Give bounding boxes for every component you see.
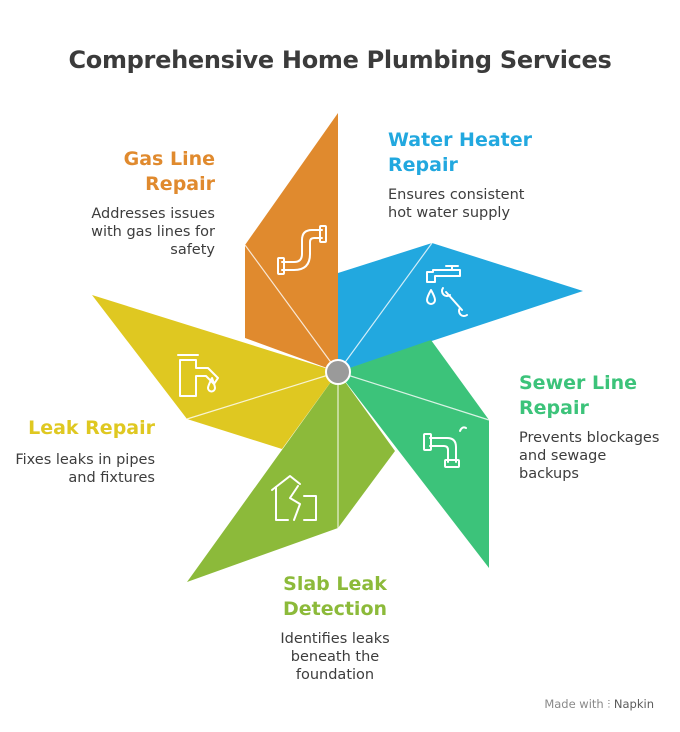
desc-gas-line-repair-line3: safety <box>170 242 215 258</box>
label-water-heater-repair-line2: Repair <box>388 154 458 176</box>
desc-water-heater-repair-line1: Ensures consistent <box>388 187 525 203</box>
desc-slab-leak-detection: Identifies leaks beneath the foundation <box>255 630 415 684</box>
desc-leak-repair: Fixes leaks in pipes and fixtures <box>5 451 155 487</box>
blade-gas-line-shape <box>245 113 338 372</box>
cracked-house-icon <box>271 475 317 521</box>
label-gas-line-repair-line2: Repair <box>145 173 215 195</box>
label-water-heater-repair: Water Heater Repair <box>388 128 588 178</box>
blade-leak-repair-shape <box>92 295 338 449</box>
desc-water-heater-repair-line2: hot water supply <box>388 205 511 221</box>
desc-gas-line-repair: Addresses issues with gas lines for safe… <box>55 205 215 259</box>
page-title: Comprehensive Home Plumbing Services <box>68 46 612 74</box>
label-slab-leak-detection-line1: Slab Leak <box>283 573 387 595</box>
blade-sewer-line-shape <box>338 340 489 568</box>
desc-leak-repair-line1: Fixes leaks in pipes <box>15 452 155 468</box>
label-slab-leak-detection-line2: Detection <box>282 598 388 620</box>
label-sewer-line-repair-line1: Sewer Line <box>519 372 638 394</box>
desc-slab-leak-detection-line3: foundation <box>295 667 375 683</box>
pipe-icon <box>277 225 327 275</box>
desc-gas-line-repair-line2: with gas lines for <box>91 224 215 240</box>
footer-brand: Napkin <box>613 697 654 711</box>
tap-drop-icon <box>177 354 219 397</box>
made-with-napkin-footer[interactable]: Made with ⫶ Napkin <box>544 697 654 712</box>
blade-leak-repair <box>92 295 339 449</box>
desc-sewer-line-repair-line1: Prevents blockages <box>519 430 660 446</box>
desc-leak-repair-line2: and fixtures <box>68 470 155 486</box>
label-sewer-line-repair-line2: Repair <box>519 397 589 419</box>
blade-gas-line <box>244 113 339 373</box>
desc-sewer-line-repair: Prevents blockages and sewage backups <box>519 429 674 483</box>
label-gas-line-repair-line1: Gas Line <box>123 148 215 170</box>
napkin-logo-icon: ⫶ <box>607 697 611 711</box>
desc-sewer-line-repair-line3: backups <box>519 466 579 482</box>
blade-sewer-line <box>337 340 490 568</box>
desc-slab-leak-detection-line1: Identifies leaks <box>280 631 390 647</box>
pipe-elbow-icon <box>423 426 467 468</box>
label-water-heater-repair-line1: Water Heater <box>388 129 533 151</box>
footer-made-with: Made with <box>544 697 604 711</box>
desc-gas-line-repair-line1: Addresses issues <box>91 206 215 222</box>
label-slab-leak-detection: Slab Leak Detection <box>255 572 415 622</box>
desc-sewer-line-repair-line2: and sewage <box>519 448 607 464</box>
label-gas-line-repair: Gas Line Repair <box>95 147 215 197</box>
faucet-wrench-icon <box>426 265 468 317</box>
desc-water-heater-repair: Ensures consistent hot water supply <box>388 186 588 222</box>
label-leak-repair: Leak Repair <box>15 416 155 441</box>
desc-slab-leak-detection-line2: beneath the <box>290 649 380 665</box>
label-leak-repair-line1: Leak Repair <box>28 417 155 439</box>
label-sewer-line-repair: Sewer Line Repair <box>519 371 669 421</box>
center-hub <box>325 359 351 385</box>
